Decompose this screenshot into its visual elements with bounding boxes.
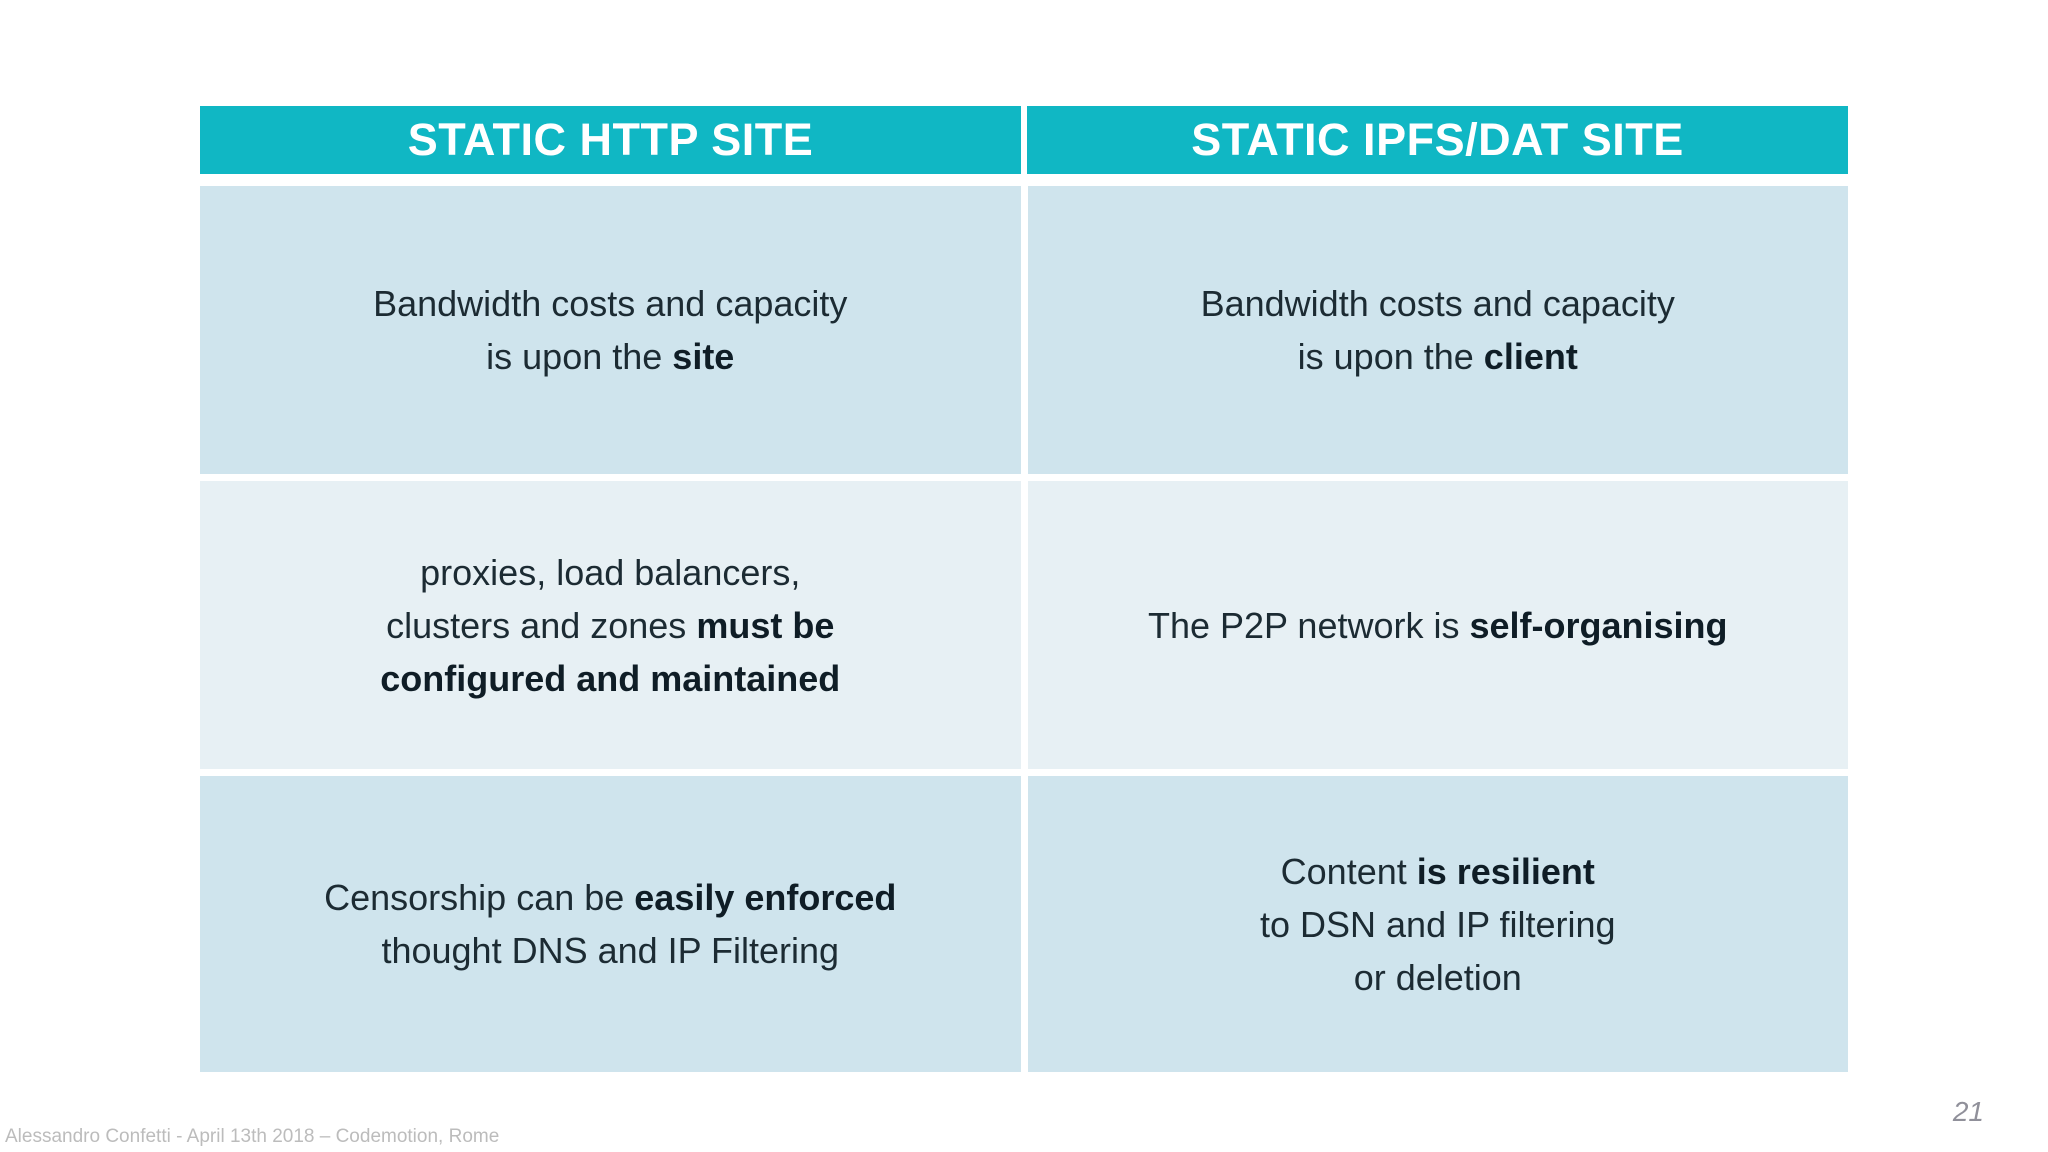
table-cell-network-ipfs: The P2P network is self-organising: [1027, 481, 1848, 769]
cell-text-line: is upon the site: [486, 336, 735, 377]
cell-text-line: The P2P network is self-organising: [1147, 604, 1728, 646]
cell-text-line: proxies, load balancers,: [420, 551, 801, 593]
table-cell-bandwidth-http: Bandwidth costs and capacity is upon the …: [200, 186, 1021, 474]
cell-text-line: Bandwidth costs and capacity: [373, 283, 848, 324]
cell-text-line: Bandwidth costs and capacity: [1200, 283, 1675, 324]
table-body: Bandwidth costs and capacity is upon the …: [200, 186, 1848, 1072]
table-cell-infrastructure-http: proxies, load balancers, clusters and zon…: [200, 481, 1021, 769]
cell-text-line: is upon the client: [1297, 336, 1578, 377]
cell-text-line: clusters and zones must be: [386, 604, 835, 646]
table-cell-resilience-ipfs: Content is resilient to DSN and IP filter…: [1027, 776, 1848, 1072]
cell-text-line: thought DNS and IP Filtering: [381, 930, 840, 971]
page-number: 21: [1952, 1096, 1984, 1127]
cell-text-line: Censorship can be easily enforced: [324, 877, 897, 918]
column-header-http-site: STATIC HTTP SITE: [200, 106, 1021, 174]
table-header-row: STATIC HTTP SITE STATIC IPFS/DAT SITE: [200, 106, 1848, 174]
column-header-ipfs-dat-site: STATIC IPFS/DAT SITE: [1027, 106, 1848, 174]
table-cell-censorship-http: Censorship can be easily enforced thought…: [200, 776, 1021, 1072]
table-cell-bandwidth-ipfs: Bandwidth costs and capacity is upon the …: [1027, 186, 1848, 474]
footer-credit: Alessandro Confetti - April 13th 2018 – …: [5, 1126, 500, 1147]
cell-text-line: configured and maintained: [380, 657, 841, 699]
cell-text-line: to DSN and IP filtering: [1259, 903, 1616, 945]
cell-text-line: or deletion: [1353, 956, 1522, 998]
comparison-table: STATIC HTTP SITE STATIC IPFS/DAT SITE Ba…: [200, 106, 1848, 1072]
cell-text-line: Content is resilient: [1280, 850, 1595, 892]
